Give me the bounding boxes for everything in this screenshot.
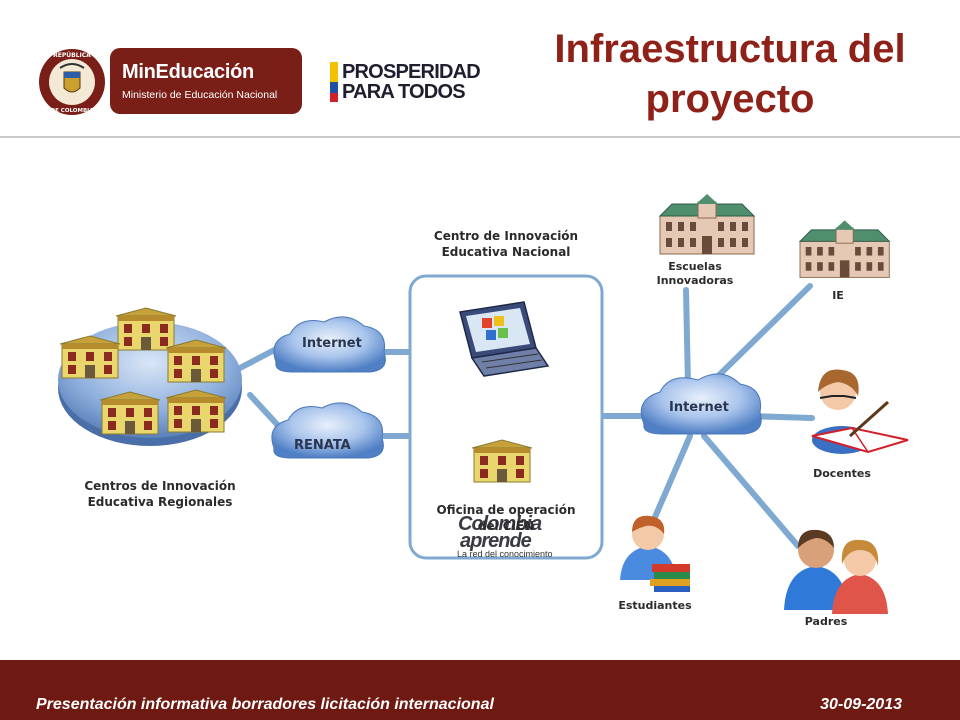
- national-label-line-1: Centro de Innovación: [433, 229, 579, 243]
- national-center-label: Centro de Innovación Educativa Nacional: [410, 228, 602, 260]
- slogan-line-1: PROSPERIDAD: [342, 61, 481, 83]
- slide-footer: Presentación informativa borradores lici…: [0, 660, 960, 720]
- teacher-icon: [811, 369, 909, 454]
- cloud-internet-left: [273, 316, 386, 373]
- prosperidad-logo: PROSPERIDAD PARA TODOS: [330, 60, 500, 104]
- regional-label-line-1: Centros de Innovación: [84, 479, 236, 493]
- slide-header: REPÚBLICA DE COLOMBIA MinEducación Minis…: [0, 0, 960, 138]
- link-internet-students: [649, 433, 693, 527]
- parents-icon: [784, 529, 888, 614]
- students-label: Estudiantes: [618, 599, 692, 612]
- national-center-box: [408, 274, 604, 560]
- ie-label: IE: [832, 289, 844, 302]
- slogan-line-2: PARA TODOS: [342, 81, 466, 103]
- cien-office-label: Oficina de operación del CIEN: [410, 502, 602, 534]
- cloud-internet-right: [640, 373, 762, 435]
- link-internet-parents: [701, 433, 801, 549]
- cloud-renata: [271, 402, 384, 459]
- student-icon: [620, 515, 690, 592]
- flag-red-bar: [330, 93, 338, 102]
- ministry-subtitle: Ministerio de Educación Nacional: [122, 89, 278, 101]
- slide-title: Infraestructura del proyecto: [520, 24, 940, 124]
- infrastructure-diagram: Centros de Innovación Educativa Regional…: [0, 140, 960, 660]
- ministry-logo: MinEducación Ministerio de Educación Nac…: [110, 48, 302, 114]
- cloud-internet-left-label: Internet: [302, 336, 362, 351]
- laptop-icon: [459, 301, 550, 377]
- regional-label-line-2: Educativa Regionales: [87, 495, 233, 509]
- flag-blue-bar: [330, 82, 338, 93]
- link-internet-schools: [683, 287, 691, 389]
- link-internet-ie: [709, 283, 813, 385]
- portal-name-line-2: aprende: [460, 530, 532, 552]
- regional-centers-label: Centros de Innovación Educativa Regional…: [60, 478, 260, 510]
- title-line-2: proyecto: [645, 77, 815, 121]
- seal-bottom-text: DE COLOMBIA: [51, 108, 95, 114]
- header-divider: [0, 136, 960, 138]
- ministry-name: MinEducación: [122, 61, 254, 83]
- seal-top-text: REPÚBLICA: [53, 52, 91, 59]
- cloud-renata-label: RENATA: [294, 438, 351, 453]
- national-label-line-2: Educativa Nacional: [441, 245, 571, 259]
- office-label-line-1: Oficina de operación: [436, 503, 576, 517]
- innovative-schools-building: [659, 193, 755, 255]
- footer-date: 30-09-2013: [820, 696, 902, 713]
- teachers-label: Docentes: [813, 467, 871, 480]
- title-line-1: Infraestructura del: [554, 27, 906, 71]
- ie-building: [799, 219, 890, 278]
- cien-office-building: [471, 439, 533, 483]
- flag-yellow-bar: [330, 62, 338, 82]
- colombia-seal-icon: REPÚBLICA DE COLOMBIA: [39, 49, 105, 115]
- portal-tagline: La red del conocimiento: [457, 549, 553, 559]
- footer-presentation-text: Presentación informativa borradores lici…: [36, 696, 494, 713]
- parents-label: Padres: [804, 615, 848, 628]
- schools-label-line-2: Innovadoras: [656, 274, 734, 287]
- innovative-schools-label: Escuelas Innovadoras: [640, 260, 750, 288]
- schools-label-line-1: Escuelas: [668, 260, 722, 273]
- cloud-internet-right-label: Internet: [669, 400, 729, 415]
- office-label-line-2: del CIEN: [477, 519, 535, 533]
- portal-name-line-1: Colombia: [458, 513, 542, 535]
